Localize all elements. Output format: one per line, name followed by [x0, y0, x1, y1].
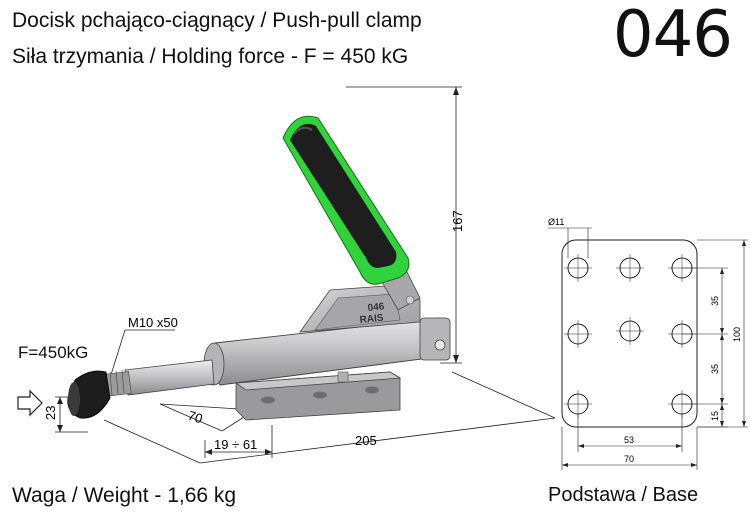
base-hole	[261, 396, 275, 404]
plate-dim-spacing-lower: 35	[710, 364, 720, 374]
dim-left-height-label: 23	[43, 406, 58, 420]
base-label: Podstawa / Base	[548, 484, 699, 506]
dimension-arrowheads	[57, 87, 459, 455]
base-hole	[365, 386, 379, 394]
product-code: 046	[612, 0, 733, 72]
base-plate-outline	[561, 239, 698, 428]
threaded-stud	[102, 369, 132, 397]
clamp-handle-grip	[290, 123, 397, 268]
plate-dim-spacing-upper: 35	[710, 296, 720, 306]
weight-label: Waga / Weight - 1,66 kg	[12, 484, 237, 507]
plate-hole-dia: Ø11	[548, 217, 564, 227]
body-marking-brand: RAIS	[359, 313, 384, 326]
push-pull-clamp-illustration: 046 RAIS	[67, 115, 451, 421]
clamp-plunger-rod	[124, 359, 215, 396]
dim-height-label: 167	[450, 210, 465, 232]
title-line-1: Docisk pchająco-ciągnący / Push-pull cla…	[12, 9, 422, 32]
dim-length-label: 205	[355, 433, 377, 448]
plate-dim-total-height: 100	[732, 327, 742, 342]
plate-dim-hole-spacing-width: 53	[624, 435, 634, 445]
thread-label: M10 x50	[128, 315, 178, 330]
force-label: F=450kG	[18, 343, 89, 362]
title-line-2: Siła trzymania / Holding force - F = 450…	[12, 45, 409, 68]
dim-base-depth-label: 70	[186, 408, 204, 427]
plate-dim-bottom-offset: 15	[710, 411, 720, 421]
base-hole	[313, 391, 327, 399]
base-plate-drawing	[548, 227, 748, 470]
force-direction-arrow	[17, 389, 43, 417]
body-marking-code: 046	[367, 301, 385, 314]
plate-dim-total-width: 70	[624, 454, 634, 464]
dim-stroke-label: 19 ÷ 61	[214, 437, 257, 452]
pivot-pin	[434, 339, 446, 351]
